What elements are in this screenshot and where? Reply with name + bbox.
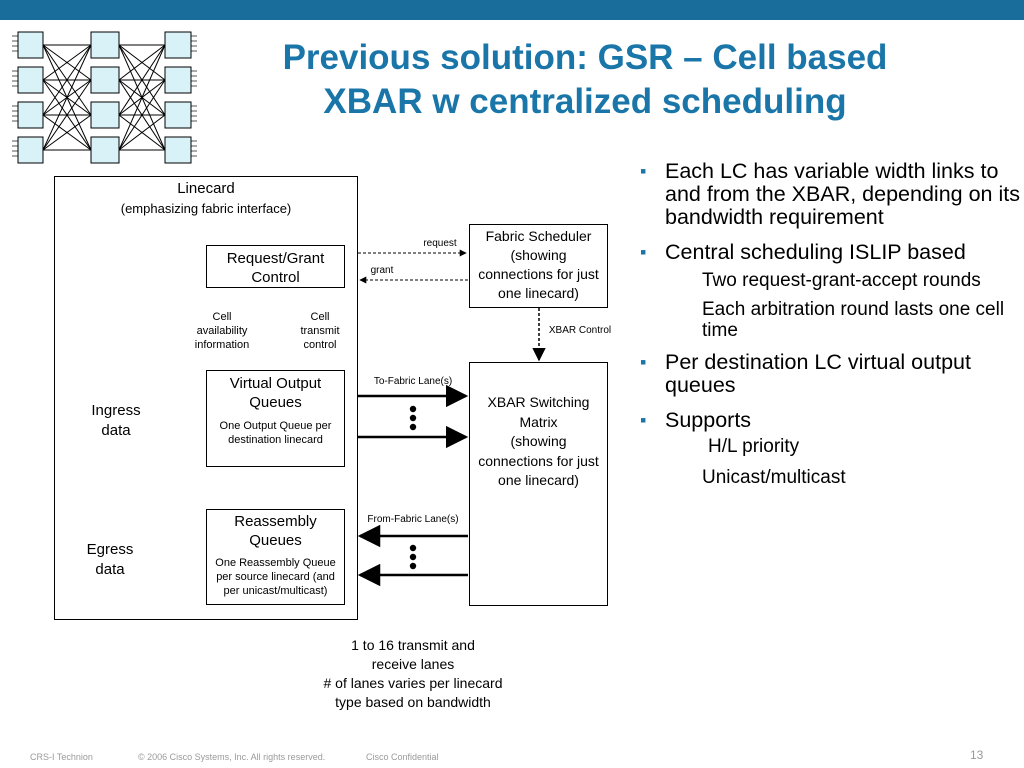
ingress-line-1: Ingress	[91, 402, 141, 419]
bullet-virtual-output-queues: Per destination LC virtual output queues	[640, 351, 1020, 397]
fabric-scheduler-line-4: one linecard)	[498, 285, 579, 301]
title-line-2: XBAR w centralized scheduling	[323, 82, 847, 121]
bullet-central-scheduling: Central scheduling ISLIP based	[640, 241, 1020, 265]
voq-note-2: destination linecard	[228, 434, 323, 446]
fabric-scheduler-line-2: (showing	[510, 247, 567, 263]
sub-bullet-unicast-multicast: Unicast/multicast	[702, 467, 846, 488]
request-grant-control-box: Request/Grant Control	[206, 245, 345, 288]
bullet-list: Each LC has variable width links to and …	[640, 160, 1020, 496]
cell-transmit-label: Cell transmit control	[292, 310, 348, 352]
footer-copyright: © 2006 Cisco Systems, Inc. All rights re…	[138, 752, 326, 762]
bullet-supports: Supports	[640, 409, 1020, 433]
title-line-1: Previous solution: GSR – Cell based	[282, 38, 888, 77]
slide-title: Previous solution: GSR – Cell based XBAR…	[190, 36, 980, 124]
xbar-line-4: connections for just	[478, 452, 599, 469]
footer-confidential: Cisco Confidential	[366, 752, 439, 762]
logo-pins	[12, 35, 197, 157]
to-fabric-label: To-Fabric Lane(s)	[373, 376, 453, 387]
xbar-control-label: XBAR Control	[548, 325, 612, 336]
reassembly-queues-box: Reassembly Queues One Reassembly Queue p…	[206, 509, 345, 605]
request-label: request	[423, 238, 457, 249]
reasm-line-2: Queues	[249, 532, 302, 549]
xbar-switching-matrix-box: XBAR Switching Matrix (showing connectio…	[469, 362, 608, 606]
lanes-note-line-3: # of lanes varies per linecard	[323, 675, 503, 691]
cell-availability-line-1: Cell	[212, 311, 232, 323]
rgc-line-2: Control	[251, 269, 300, 286]
ingress-line-2: data	[101, 422, 131, 439]
lanes-note-line-4: type based on bandwidth	[335, 694, 491, 710]
lanes-note-line-1: 1 to 16 transmit and	[351, 637, 475, 653]
sub-bullet-request-grant-accept: Two request-grant-accept rounds	[702, 270, 981, 291]
voq-line-2: Queues	[249, 394, 302, 411]
virtual-output-queues-box: Virtual Output Queues One Output Queue p…	[206, 370, 345, 467]
sub-bullet-priority: H/L priority	[708, 436, 800, 457]
top-banner	[0, 0, 1024, 20]
xbar-line-5: one linecard)	[498, 472, 579, 488]
egress-line-1: Egress	[86, 541, 134, 558]
lanes-note-line-2: receive lanes	[371, 656, 455, 672]
reasm-note-2: per source linecard (and	[216, 571, 335, 583]
xbar-line-3: (showing	[510, 433, 567, 449]
lanes-note: 1 to 16 transmit and receive lanes # of …	[288, 636, 538, 712]
cell-transmit-line-1: Cell	[310, 311, 330, 323]
linecard-title-text: Linecard	[177, 180, 235, 197]
linecard-title: Linecard (emphasizing fabric interface)	[54, 180, 358, 217]
reasm-note-3: per unicast/multicast)	[223, 585, 328, 597]
cell-availability-line-3: information	[194, 339, 250, 351]
crossbar-logo	[12, 31, 197, 164]
egress-line-2: data	[95, 561, 125, 578]
xbar-line-2: Matrix	[519, 413, 558, 430]
reasm-line-1: Reassembly	[234, 513, 317, 530]
logo-links	[42, 44, 166, 151]
cell-transmit-line-2: transmit	[300, 325, 340, 337]
cell-availability-label: Cell availability information	[188, 310, 256, 352]
logo-cells	[17, 31, 192, 164]
rgc-line-1: Request/Grant	[226, 250, 325, 267]
xbar-line-1: XBAR Switching	[487, 394, 590, 410]
cell-availability-line-2: availability	[196, 325, 248, 337]
to-fabric-ellipsis	[409, 405, 417, 431]
fabric-scheduler-line-3: connections for just	[478, 266, 599, 282]
voq-line-1: Virtual Output	[229, 375, 322, 392]
egress-data-label: Egress data	[74, 540, 146, 580]
footer-left: CRS-I Technion	[30, 752, 93, 762]
sub-bullet-arbitration-round: Each arbitration round lasts one cell ti…	[702, 299, 1005, 341]
ingress-data-label: Ingress data	[80, 401, 152, 441]
cell-transmit-line-3: control	[303, 339, 337, 351]
from-fabric-ellipsis	[409, 544, 417, 570]
reasm-note-1: One Reassembly Queue	[215, 557, 336, 569]
page-number: 13	[970, 748, 984, 762]
grant-label: grant	[370, 265, 394, 276]
voq-note-1: One Output Queue per	[219, 420, 332, 432]
from-fabric-label: From-Fabric Lane(s)	[367, 514, 459, 525]
fabric-scheduler-line-1: Fabric Scheduler	[485, 228, 592, 244]
linecard-subtitle: (emphasizing fabric interface)	[120, 200, 292, 216]
fabric-scheduler-box: Fabric Scheduler (showing connections fo…	[469, 224, 608, 308]
bullet-variable-width: Each LC has variable width links to and …	[640, 160, 1020, 229]
